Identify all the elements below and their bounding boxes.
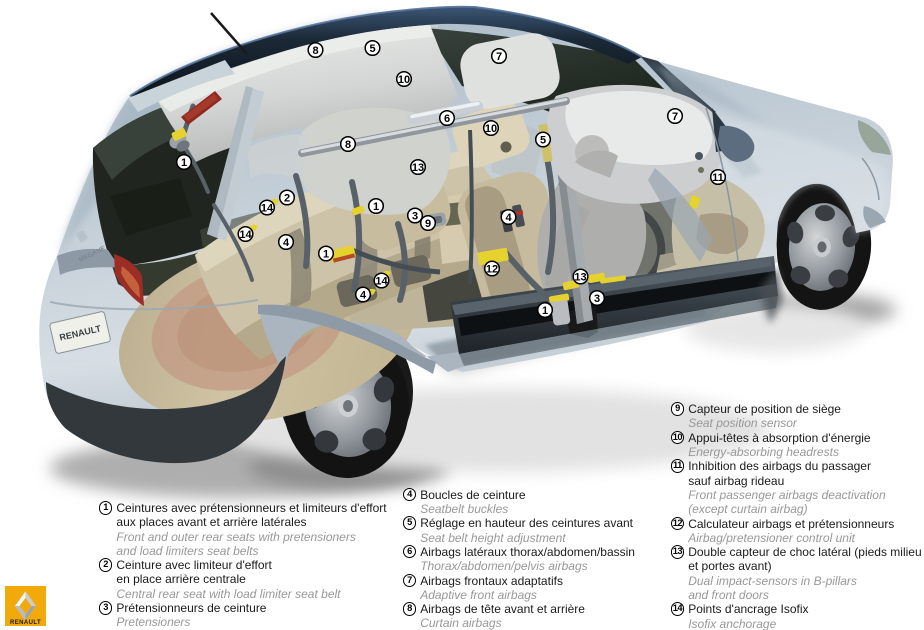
svg-text:5: 5 (369, 43, 375, 55)
svg-text:8: 8 (345, 139, 351, 151)
svg-text:14: 14 (375, 275, 388, 287)
svg-text:9: 9 (425, 218, 431, 230)
svg-text:RENAULT: RENAULT (10, 620, 41, 626)
svg-text:12: 12 (486, 263, 498, 275)
svg-text:1: 1 (181, 157, 187, 169)
svg-text:7: 7 (496, 51, 502, 63)
svg-text:13: 13 (574, 271, 586, 283)
svg-text:10: 10 (398, 74, 410, 86)
svg-text:8: 8 (312, 45, 318, 57)
svg-text:1: 1 (542, 305, 548, 317)
svg-text:3: 3 (412, 210, 418, 222)
svg-text:14: 14 (261, 202, 274, 214)
svg-text:10: 10 (485, 123, 497, 135)
svg-text:3: 3 (594, 293, 600, 305)
svg-text:13: 13 (412, 162, 424, 174)
svg-text:4: 4 (283, 237, 290, 249)
svg-text:1: 1 (373, 201, 379, 213)
svg-text:14: 14 (239, 229, 252, 241)
svg-text:11: 11 (712, 172, 724, 184)
svg-text:4: 4 (505, 212, 512, 224)
svg-text:7: 7 (672, 111, 678, 123)
svg-text:4: 4 (360, 289, 367, 301)
svg-text:5: 5 (540, 134, 546, 146)
svg-text:2: 2 (284, 192, 290, 204)
svg-text:6: 6 (444, 113, 450, 125)
svg-text:1: 1 (323, 248, 329, 260)
